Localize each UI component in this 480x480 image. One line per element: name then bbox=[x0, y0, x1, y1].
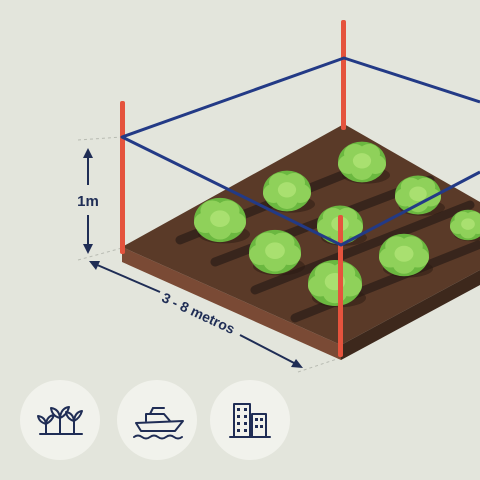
lettuce-heads bbox=[194, 141, 480, 308]
boat-icon bbox=[133, 407, 184, 440]
icon-seedlings bbox=[20, 380, 100, 460]
icon-buildings bbox=[210, 380, 290, 460]
lettuce-head bbox=[249, 229, 305, 276]
height-dimension: 1m bbox=[77, 148, 99, 254]
lettuce-head bbox=[263, 170, 315, 213]
soil-front-face bbox=[122, 247, 341, 360]
seedlings-icon bbox=[37, 406, 83, 435]
lettuce-head bbox=[194, 197, 250, 244]
guide-lines bbox=[77, 136, 341, 373]
net-frame bbox=[120, 56, 480, 247]
post-front bbox=[338, 215, 343, 357]
soil-bed bbox=[122, 124, 480, 360]
lettuce-head bbox=[450, 209, 480, 242]
soil-top bbox=[122, 124, 480, 345]
lettuce-head bbox=[379, 233, 433, 278]
back-posts bbox=[341, 20, 346, 130]
post-back-right bbox=[341, 20, 346, 130]
post-left bbox=[120, 101, 125, 254]
lettuce-head bbox=[338, 141, 390, 184]
buildings-icon bbox=[229, 403, 271, 438]
height-label: 1m bbox=[77, 193, 99, 210]
icon-boat bbox=[117, 380, 197, 460]
soil-right-face bbox=[341, 270, 480, 360]
